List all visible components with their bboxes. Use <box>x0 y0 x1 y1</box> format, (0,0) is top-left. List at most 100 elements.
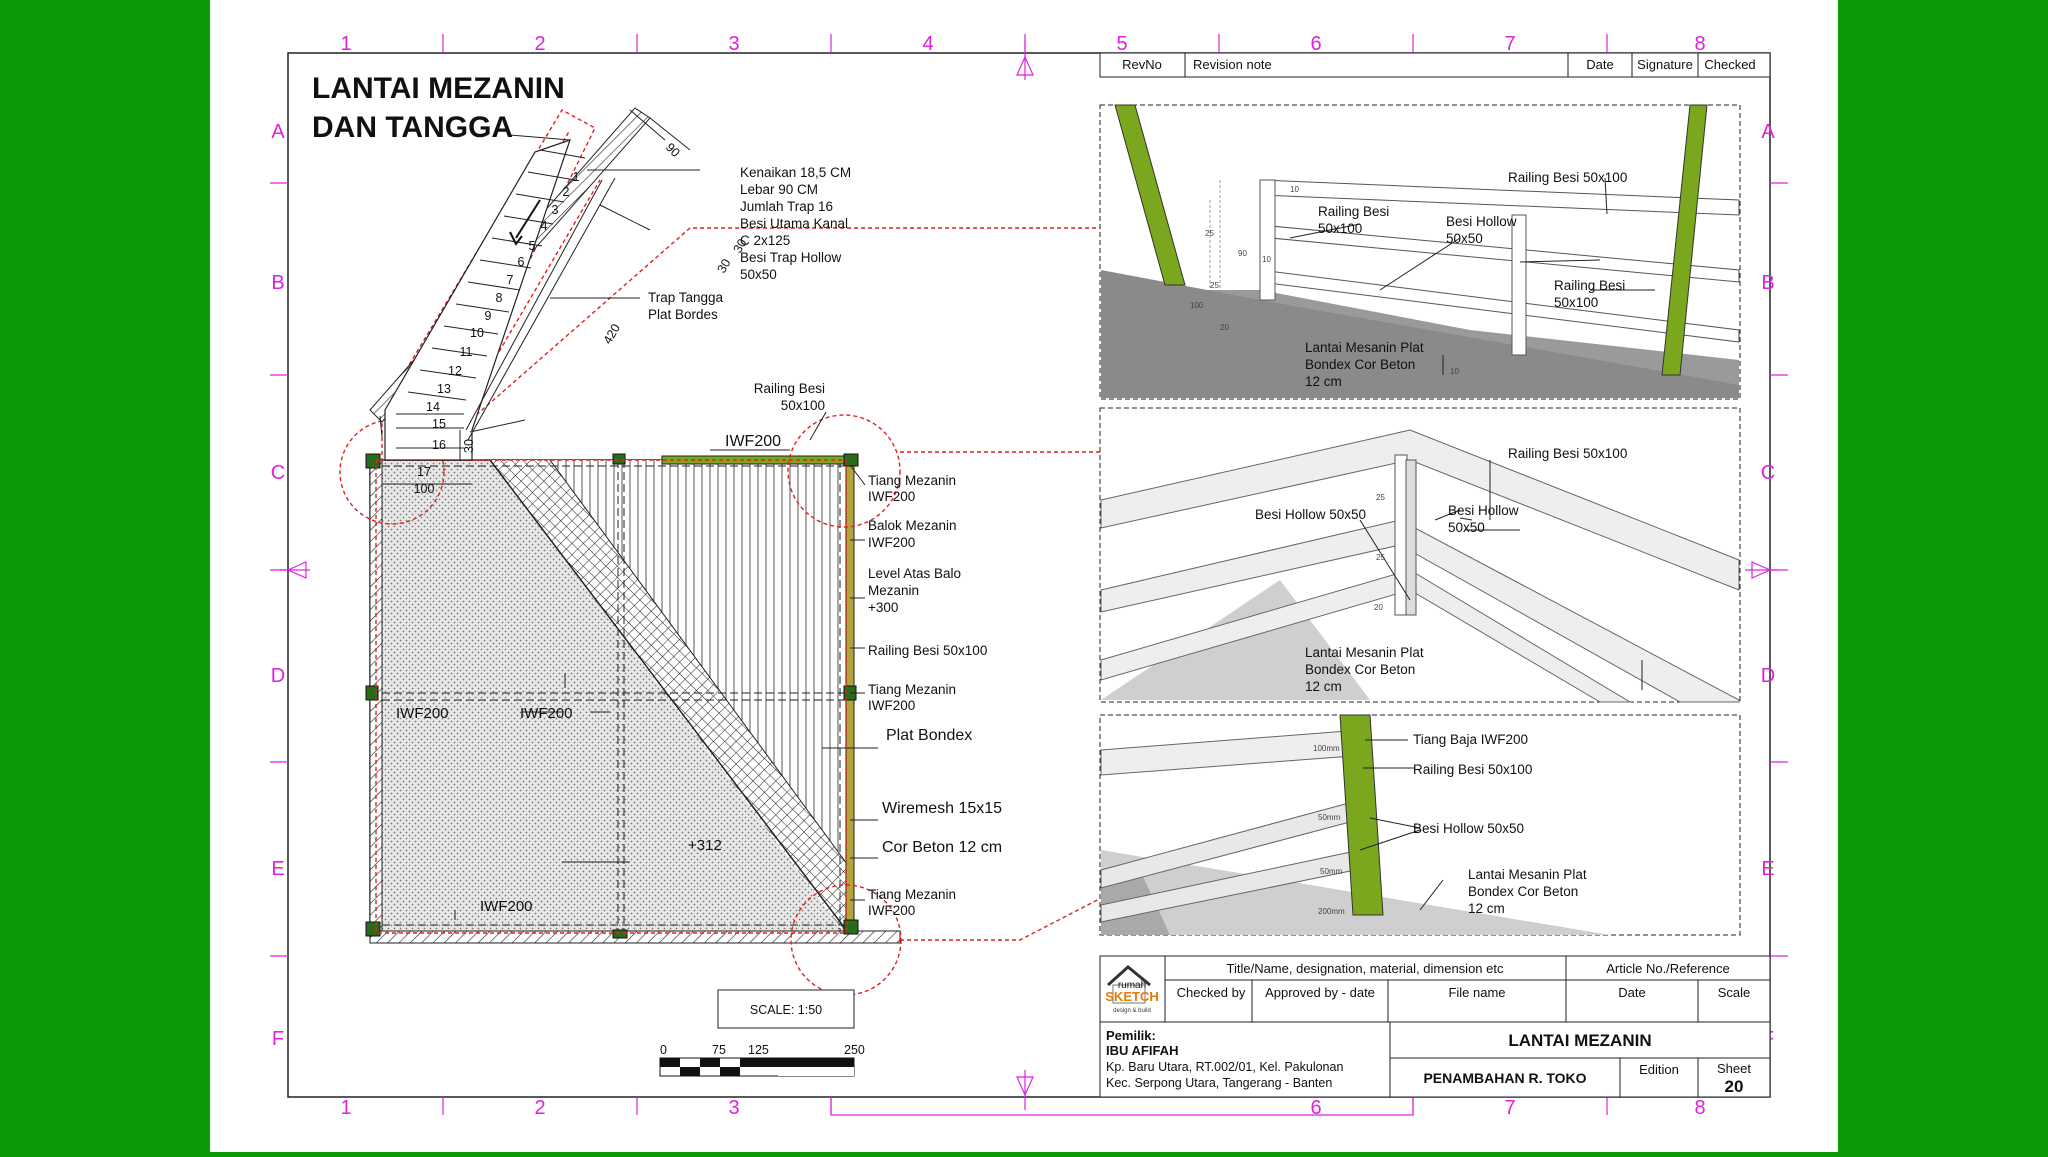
d3-dim-2: 50mm <box>1318 813 1341 822</box>
scale-label: SCALE: 1:50 <box>750 1003 822 1017</box>
stair-step-2: 2 <box>563 185 570 199</box>
tb-owner-name: IBU AFIFAH <box>1106 1043 1178 1058</box>
grid-row-d: D <box>271 665 285 687</box>
plan-level-c: +300 <box>868 600 898 615</box>
grid-col-5: 5 <box>1116 33 1127 55</box>
plan-tiang-3b: IWF200 <box>868 903 915 918</box>
tb-approved-by: Approved by - date <box>1265 985 1375 1000</box>
d1-dim-3: 90 <box>1238 249 1247 258</box>
d3-dim-3: 50mm <box>1320 867 1343 876</box>
d3-railing: Railing Besi 50x100 <box>1413 762 1532 777</box>
d1-railing-left-a: Railing Besi <box>1318 204 1389 219</box>
logo-sub: design & build <box>1113 1008 1151 1014</box>
stair-step-11: 11 <box>460 345 473 359</box>
stair-step-16: 16 <box>432 438 446 452</box>
grid-col-2: 2 <box>534 33 545 55</box>
title-block <box>1099 955 1771 1098</box>
grid-col-1-bottom: 1 <box>340 1097 351 1119</box>
tb-drawing-title: LANTAI MEZANIN <box>1508 1031 1651 1050</box>
plan-railing-label-1: Railing Besi <box>754 381 825 396</box>
detail-2 <box>1099 407 1741 703</box>
d3-lantai-a: Lantai Mesanin Plat <box>1468 867 1587 882</box>
plan-tiang-1b: IWF200 <box>868 489 915 504</box>
stair-landing-dim-b: 100 <box>414 482 435 496</box>
d1-railing-right-a: Railing Besi <box>1554 278 1625 293</box>
grid-col-3-bottom: 3 <box>728 1097 739 1119</box>
rev-checked-header: Checked <box>1704 57 1755 72</box>
plan-tiang-2b: IWF200 <box>868 698 915 713</box>
grid-row-b: B <box>271 272 284 294</box>
logo-top: rumah <box>1118 980 1146 991</box>
plan-balok-b: IWF200 <box>868 535 915 550</box>
stair-length-dim: 420 <box>600 321 623 346</box>
sheet-border <box>287 52 1771 1098</box>
plan-balok-a: Balok Mezanin <box>868 518 957 533</box>
d2-hollow-left: Besi Hollow 50x50 <box>1255 507 1366 522</box>
stair-note-7: 50x50 <box>740 267 777 282</box>
d1-dim-8: 10 <box>1450 367 1459 376</box>
tb-address-2: Kec. Serpong Utara, Tangerang - Banten <box>1106 1076 1332 1090</box>
tb-address-1: Kp. Baru Utara, RT.002/01, Kel. Pakulona… <box>1106 1060 1343 1074</box>
d1-hollow-b: 50x50 <box>1446 231 1483 246</box>
trap-label-2: Plat Bordes <box>648 307 718 322</box>
stair-landing-dim-a: 17 <box>417 465 431 479</box>
drawing-title-line-1: LANTAI MEZANIN <box>312 72 565 105</box>
grid-row-e-right: E <box>1761 858 1774 880</box>
scale-tick-250: 250 <box>844 1043 865 1057</box>
stair-tread-dim-b: 30 <box>730 236 749 255</box>
d2-lantai-b: Bondex Cor Beton <box>1305 662 1415 677</box>
d2-dim-2: 25 <box>1376 553 1385 562</box>
d1-lantai-b: Bondex Cor Beton <box>1305 357 1415 372</box>
stair-note-3: Jumlah Trap 16 <box>740 199 833 214</box>
stair-step-1: 1 <box>573 170 580 184</box>
d2-lantai-c: 12 cm <box>1305 679 1342 694</box>
trap-label-1: Trap Tangga <box>648 290 724 305</box>
d1-railing-left-b: 50x100 <box>1318 221 1362 236</box>
stair-note-1: Kenaikan 18,5 CM <box>740 165 851 180</box>
grid-row-a: A <box>271 121 285 143</box>
stair-dimension-lines <box>379 109 700 485</box>
plan-iwf-top: IWF200 <box>725 433 781 450</box>
grid-col-3: 3 <box>728 33 739 55</box>
stair-note-6: Besi Trap Hollow <box>740 250 842 265</box>
plan-iwf-mid: IWF200 <box>520 705 573 722</box>
grid-row-c: C <box>271 462 285 484</box>
d1-dim-7: 20 <box>1220 323 1229 332</box>
stair-step-14: 14 <box>426 400 440 414</box>
stair-step-6: 6 <box>518 255 525 269</box>
tb-project: PENAMBAHAN R. TOKO <box>1423 1070 1586 1086</box>
grid-col-6: 6 <box>1310 33 1321 55</box>
d3-dim-4: 200mm <box>1318 907 1345 916</box>
d2-hollow-right-b: 50x50 <box>1448 520 1485 535</box>
stair-note-4: Besi Utama Kanal <box>740 216 848 231</box>
d1-lantai-a: Lantai Mesanin Plat <box>1305 340 1424 355</box>
scale-tick-75: 75 <box>712 1043 726 1057</box>
d3-tiang: Tiang Baja IWF200 <box>1413 732 1528 747</box>
d2-railing-top: Railing Besi 50x100 <box>1508 446 1627 461</box>
grid-col-8-bottom: 8 <box>1694 1097 1705 1119</box>
stair-step-13: 13 <box>437 382 451 396</box>
d3-lantai-b: Bondex Cor Beton <box>1468 884 1578 899</box>
stair-tread-dim-a: 30 <box>714 256 733 275</box>
scale-tick-0: 0 <box>660 1043 667 1057</box>
plan-leader-lines <box>454 411 878 920</box>
stair-step-3: 3 <box>552 203 559 217</box>
stair-step-12: 12 <box>448 364 462 378</box>
plan-level-b: Mezanin <box>868 583 919 598</box>
tb-sheet-label: Sheet <box>1717 1061 1751 1076</box>
plan-cor-beton: Cor Beton 12 cm <box>882 839 1002 856</box>
grid-row-c-right: C <box>1761 462 1775 484</box>
scale-bar <box>659 1057 855 1077</box>
grid-row-b-right: B <box>1761 272 1774 294</box>
plan-railing-right: Railing Besi 50x100 <box>868 643 987 658</box>
plan-iwf-bottom: IWF200 <box>480 898 533 915</box>
tb-edition: Edition <box>1639 1062 1679 1077</box>
d2-dim-1: 25 <box>1376 493 1385 502</box>
grid-col-1: 1 <box>340 33 351 55</box>
logo-main: SKETCH <box>1105 989 1158 1004</box>
grid-col-7: 7 <box>1504 33 1515 55</box>
d3-dim-1: 100mm <box>1313 744 1340 753</box>
d2-hollow-right-a: Besi Hollow <box>1448 503 1519 518</box>
drawing-title-line-2: DAN TANGGA <box>312 111 513 144</box>
grid-col-6-bottom: 6 <box>1310 1097 1321 1119</box>
